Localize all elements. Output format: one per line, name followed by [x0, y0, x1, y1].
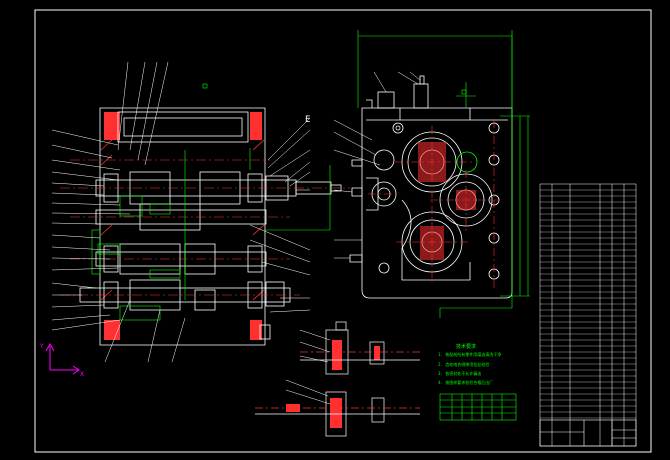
- side-view-centerlines: [368, 120, 500, 290]
- gear-parameter-table: [439, 393, 517, 421]
- ucs-axis-icon: [45, 342, 80, 375]
- section-dimensions: [91, 148, 331, 321]
- detail-view-lower: [255, 391, 420, 437]
- parts-list-rows: [540, 189, 636, 419]
- tech-note-line: 1. 装配前所有零件用煤油清洗干净: [438, 352, 502, 357]
- leaders-side: [333, 71, 421, 259]
- ucs-y-label: Y: [39, 343, 44, 350]
- tech-note-line: 3. 各密封处不允许漏油: [438, 371, 482, 376]
- section-marker: E: [305, 115, 310, 125]
- side-view-dimensions: [357, 30, 530, 318]
- tech-note-line: 2. 齿轮啮合侧隙用铅丝检验: [438, 362, 490, 367]
- drawing-frame: [34, 9, 652, 453]
- tech-notes-title: 技术要求: [456, 344, 477, 350]
- leaders-detail: [285, 329, 331, 405]
- marker-square: [461, 89, 467, 95]
- tech-note-line: 4. 按图样要求检验合格后出厂: [438, 380, 494, 385]
- ucs-x-label: X: [80, 371, 84, 378]
- section-centerlines: [60, 159, 350, 296]
- marker-square: [202, 83, 208, 89]
- leaders-left: [51, 61, 311, 363]
- section-view-left: [79, 107, 342, 346]
- side-view: [349, 75, 513, 299]
- title-block: [539, 419, 637, 447]
- parts-list: [539, 183, 637, 447]
- detail-view-upper: [300, 321, 420, 375]
